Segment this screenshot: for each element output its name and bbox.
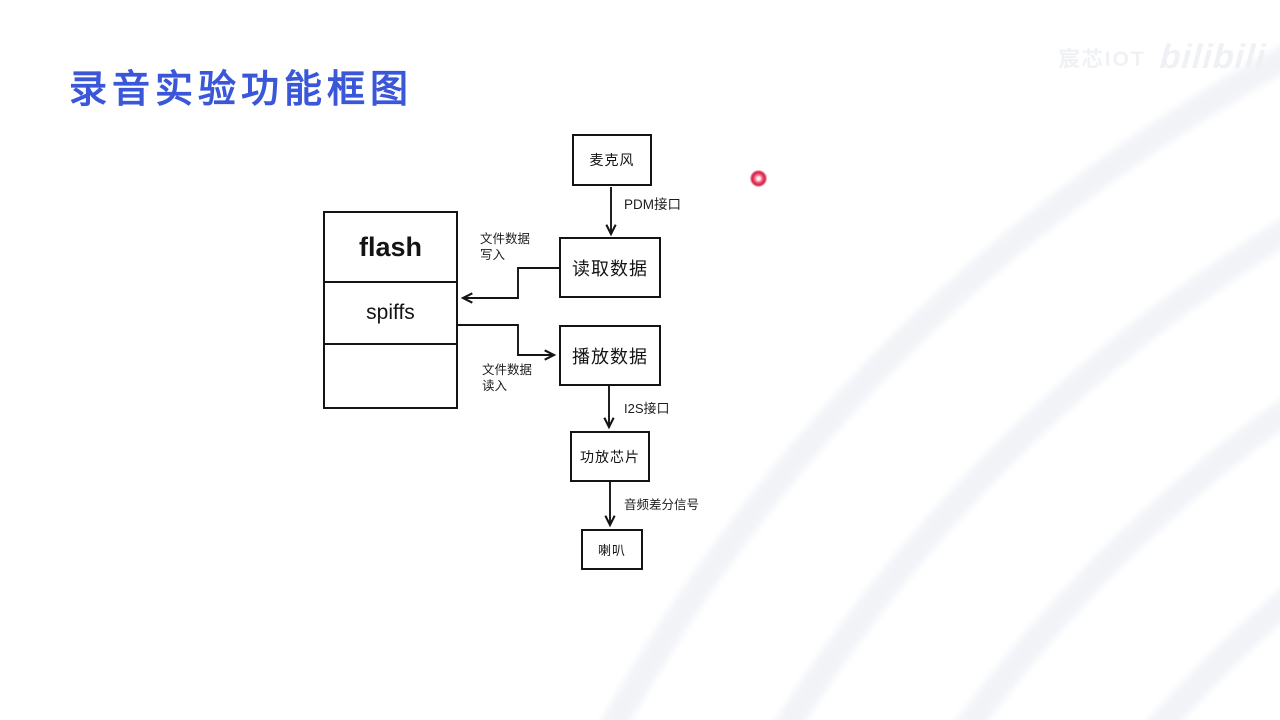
node-play-data-label: 播放数据 <box>572 346 648 367</box>
node-play-data: 播放数据 <box>559 325 661 386</box>
laser-pointer-dot <box>750 170 767 187</box>
node-microphone-label: 麦克风 <box>589 152 635 168</box>
node-amp-chip: 功放芯片 <box>570 431 650 482</box>
node-flash-memory: flash spiffs <box>323 211 458 409</box>
edge-spiffs-to-play <box>458 324 557 361</box>
edge-label-pdm-interface: PDM接口 <box>624 197 681 212</box>
spiffs-section-label: spiffs <box>325 283 456 345</box>
brand-watermark-text: 宸芯IOT <box>1058 47 1146 71</box>
node-speaker-label: 喇叭 <box>597 543 626 558</box>
page-title: 录音实验功能框图 <box>69 69 414 111</box>
edge-label-audio-diff-signal: 音频差分信号 <box>624 498 700 512</box>
node-microphone: 麦克风 <box>572 134 652 186</box>
edge-label-file-data-read: 文件数据 读入 <box>482 363 533 393</box>
watermark: 宸芯IOT bilibili <box>1058 38 1268 77</box>
edge-label-i2s-interface: I2S接口 <box>624 401 670 416</box>
node-read-data-label: 读取数据 <box>572 258 648 279</box>
edge-label-file-data-write: 文件数据 写入 <box>480 232 531 262</box>
node-amp-chip-label: 功放芯片 <box>580 448 640 465</box>
node-speaker: 喇叭 <box>581 529 643 570</box>
flash-section-label: flash <box>325 213 456 283</box>
flash-empty-section <box>325 345 456 407</box>
node-read-data: 读取数据 <box>559 237 661 298</box>
edge-read-to-spiffs <box>460 267 559 304</box>
